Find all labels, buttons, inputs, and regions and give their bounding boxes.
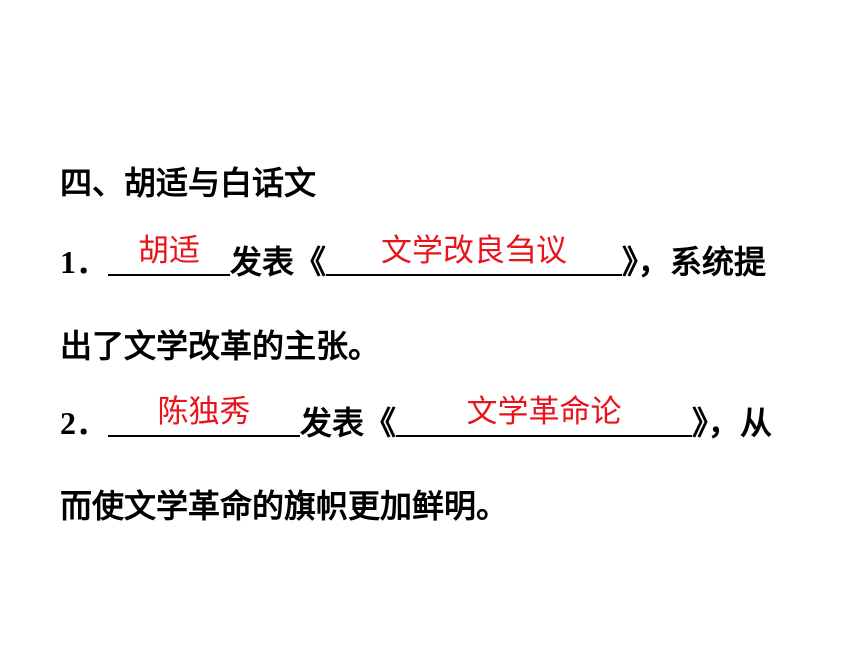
question-1-continuation-text: 出了文学改革的主张。 (60, 327, 381, 365)
section-heading: 四、胡适与白话文 (60, 163, 316, 203)
question-1: 1． 胡适发表《 文学改良刍议 》，系统提 (60, 234, 767, 282)
question-2-mid-text: 发表《 (300, 404, 397, 442)
question-2-continuation: 而使文学革命的旗帜更加鲜明。 (60, 486, 508, 526)
question-2-answer-2: 文学革命论 (466, 394, 622, 430)
question-1-number: 1． (60, 244, 109, 280)
question-1-answer-2: 文学改良刍议 (381, 233, 568, 269)
question-1-blank-1: 胡适 (108, 234, 231, 276)
question-2: 2． 陈独秀 发表《 文学革命论 》，从 (60, 395, 773, 443)
question-1-end-text: 》，系统提 (622, 243, 767, 281)
question-2-blank-1: 陈独秀 (108, 395, 301, 437)
question-2-number: 2． (60, 405, 109, 441)
question-2-end-text: 》，从 (692, 404, 773, 442)
question-1-answer-1: 胡适 (138, 233, 201, 269)
question-2-blank-2: 文学革命论 (396, 395, 693, 437)
question-2-answer-1: 陈独秀 (157, 394, 251, 430)
question-2-continuation-text: 而使文学革命的旗帜更加鲜明。 (60, 487, 509, 525)
question-1-blank-2: 文学改良刍议 (326, 234, 623, 276)
heading-text: 四、胡适与白话文 (60, 164, 317, 202)
question-1-continuation: 出了文学改革的主张。 (60, 326, 380, 366)
question-1-mid-text: 发表《 (230, 243, 327, 281)
